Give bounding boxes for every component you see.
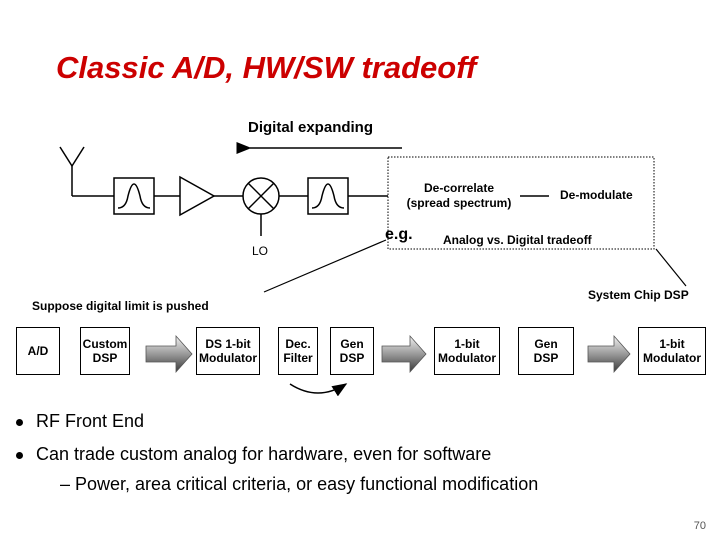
analog-digital-tradeoff-label: Analog vs. Digital tradeoff bbox=[443, 233, 592, 247]
custom-dsp-line1: Custom bbox=[82, 337, 128, 351]
eg-pointer-line bbox=[263, 239, 387, 293]
digital-system-box bbox=[387, 156, 655, 250]
ds-mod-line2: Modulator bbox=[199, 351, 257, 365]
bullet-dot bbox=[16, 419, 23, 426]
onebit-mod-b-line1: 1-bit bbox=[659, 337, 685, 351]
ds-mod-line1: DS 1-bit bbox=[205, 337, 251, 351]
page-number: 70 bbox=[693, 520, 706, 532]
chain-arrow bbox=[145, 334, 193, 374]
onebit-mod-line1: 1-bit bbox=[454, 337, 480, 351]
gen-dsp-b-line1: Gen bbox=[534, 337, 558, 351]
chain-arrow bbox=[381, 334, 427, 374]
decorrelate-line1: De-correlate bbox=[423, 181, 495, 195]
gen-dsp-box-b: Gen DSP bbox=[518, 327, 574, 375]
decorrelate-label: De-correlate (spread spectrum) bbox=[394, 181, 524, 211]
ad-label: A/D bbox=[27, 344, 49, 358]
dec-filter-line1: Dec. bbox=[285, 337, 311, 351]
decorrelate-line2: (spread spectrum) bbox=[406, 196, 512, 210]
mixer-icon bbox=[242, 177, 280, 236]
onebit-mod-b-line2: Modulator bbox=[643, 351, 701, 365]
onebit-mod-line2: Modulator bbox=[438, 351, 496, 365]
gen-dsp-line1: Gen bbox=[340, 337, 364, 351]
ad-converter-box: A/D bbox=[16, 327, 60, 375]
bullet-subitem-1: – Power, area critical criteria, or easy… bbox=[60, 474, 539, 494]
gen-dsp-box: Gen DSP bbox=[330, 327, 374, 375]
digital-expanding-label: Digital expanding bbox=[248, 119, 374, 136]
amplifier-icon bbox=[179, 175, 216, 217]
bullet-item-2: Can trade custom analog for hardware, ev… bbox=[36, 444, 492, 464]
onebit-modulator-box: 1-bit Modulator bbox=[434, 327, 500, 375]
dec-filter-box: Dec. Filter bbox=[278, 327, 318, 375]
custom-dsp-box: Custom DSP bbox=[80, 327, 130, 375]
antenna-icon bbox=[59, 146, 85, 196]
bullet-item-1: RF Front End bbox=[36, 411, 145, 431]
onebit-modulator-box-b: 1-bit Modulator bbox=[638, 327, 706, 375]
bandpass-filter-icon bbox=[307, 177, 349, 215]
bullet-dot bbox=[16, 452, 23, 459]
ds-modulator-box: DS 1-bit Modulator bbox=[196, 327, 260, 375]
dec-filter-line2: Filter bbox=[283, 351, 313, 365]
tradeoff-curve-arrow bbox=[289, 383, 348, 397]
system-chip-dsp-label: System Chip DSP bbox=[588, 288, 689, 302]
suppose-label: Suppose digital limit is pushed bbox=[32, 299, 209, 313]
custom-dsp-line2: DSP bbox=[92, 351, 118, 365]
gen-dsp-line2: DSP bbox=[339, 351, 365, 365]
chain-arrow bbox=[587, 334, 631, 374]
gen-dsp-b-line2: DSP bbox=[533, 351, 559, 365]
system-chip-pointer-line bbox=[655, 248, 687, 287]
bandpass-filter-icon bbox=[113, 177, 155, 215]
demodulate-label: De-modulate bbox=[560, 188, 633, 202]
slide-title: Classic A/D, HW/SW tradeoff bbox=[56, 50, 477, 85]
lo-label: LO bbox=[252, 244, 269, 258]
eg-label: e.g. bbox=[385, 226, 413, 243]
